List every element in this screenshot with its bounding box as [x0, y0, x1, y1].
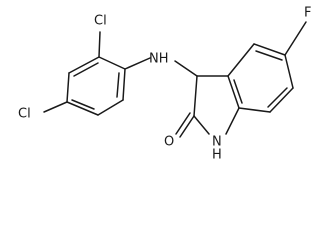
- bond: [284, 54, 294, 89]
- bond: [269, 87, 294, 113]
- bond: [227, 75, 240, 109]
- structure-diagram: Cl Cl NH F O N H: [18, 6, 311, 163]
- bond-to-cl-top: [98, 31, 101, 58]
- bond-amine-to-c3: [174, 60, 198, 77]
- bond-inner: [255, 50, 283, 61]
- carbonyl-bond: [179, 115, 195, 138]
- bond: [225, 107, 240, 135]
- molecule-drawing: Cl Cl NH F O N H: [18, 6, 311, 163]
- bond-inner: [116, 72, 120, 98]
- chlorine-top-label: Cl: [94, 14, 107, 29]
- lactam-ring: [193, 75, 240, 135]
- bond: [253, 43, 286, 56]
- bond-inner: [71, 99, 95, 110]
- bond: [97, 99, 124, 116]
- carbonyl-oxygen-label: O: [164, 135, 174, 150]
- bond: [68, 56, 100, 74]
- bond-inner: [73, 62, 99, 77]
- bond: [193, 115, 210, 135]
- bond: [227, 43, 255, 77]
- amine-nh-label: NH: [149, 52, 169, 67]
- bond: [66, 72, 70, 103]
- bond-inner: [233, 79, 243, 104]
- fluorine-label: F: [304, 6, 311, 21]
- bond: [238, 107, 271, 113]
- dichlorophenyl-ring: [66, 56, 126, 116]
- bond: [122, 68, 126, 101]
- bond: [98, 56, 126, 70]
- carbonyl-bond-inner: [175, 112, 191, 135]
- bond: [66, 101, 99, 116]
- chlorine-left-label: Cl: [18, 107, 31, 122]
- bond-to-fluorine: [284, 21, 307, 56]
- bond: [193, 75, 198, 117]
- bond-inner: [267, 87, 288, 108]
- fluorobenzene-ring: [227, 43, 294, 113]
- ring-nitrogen-hydrogen-label: H: [212, 148, 222, 163]
- ring-nitrogen-label: N: [212, 135, 222, 150]
- bond-to-cl-left: [43, 101, 68, 113]
- bond-to-amine: [124, 57, 151, 70]
